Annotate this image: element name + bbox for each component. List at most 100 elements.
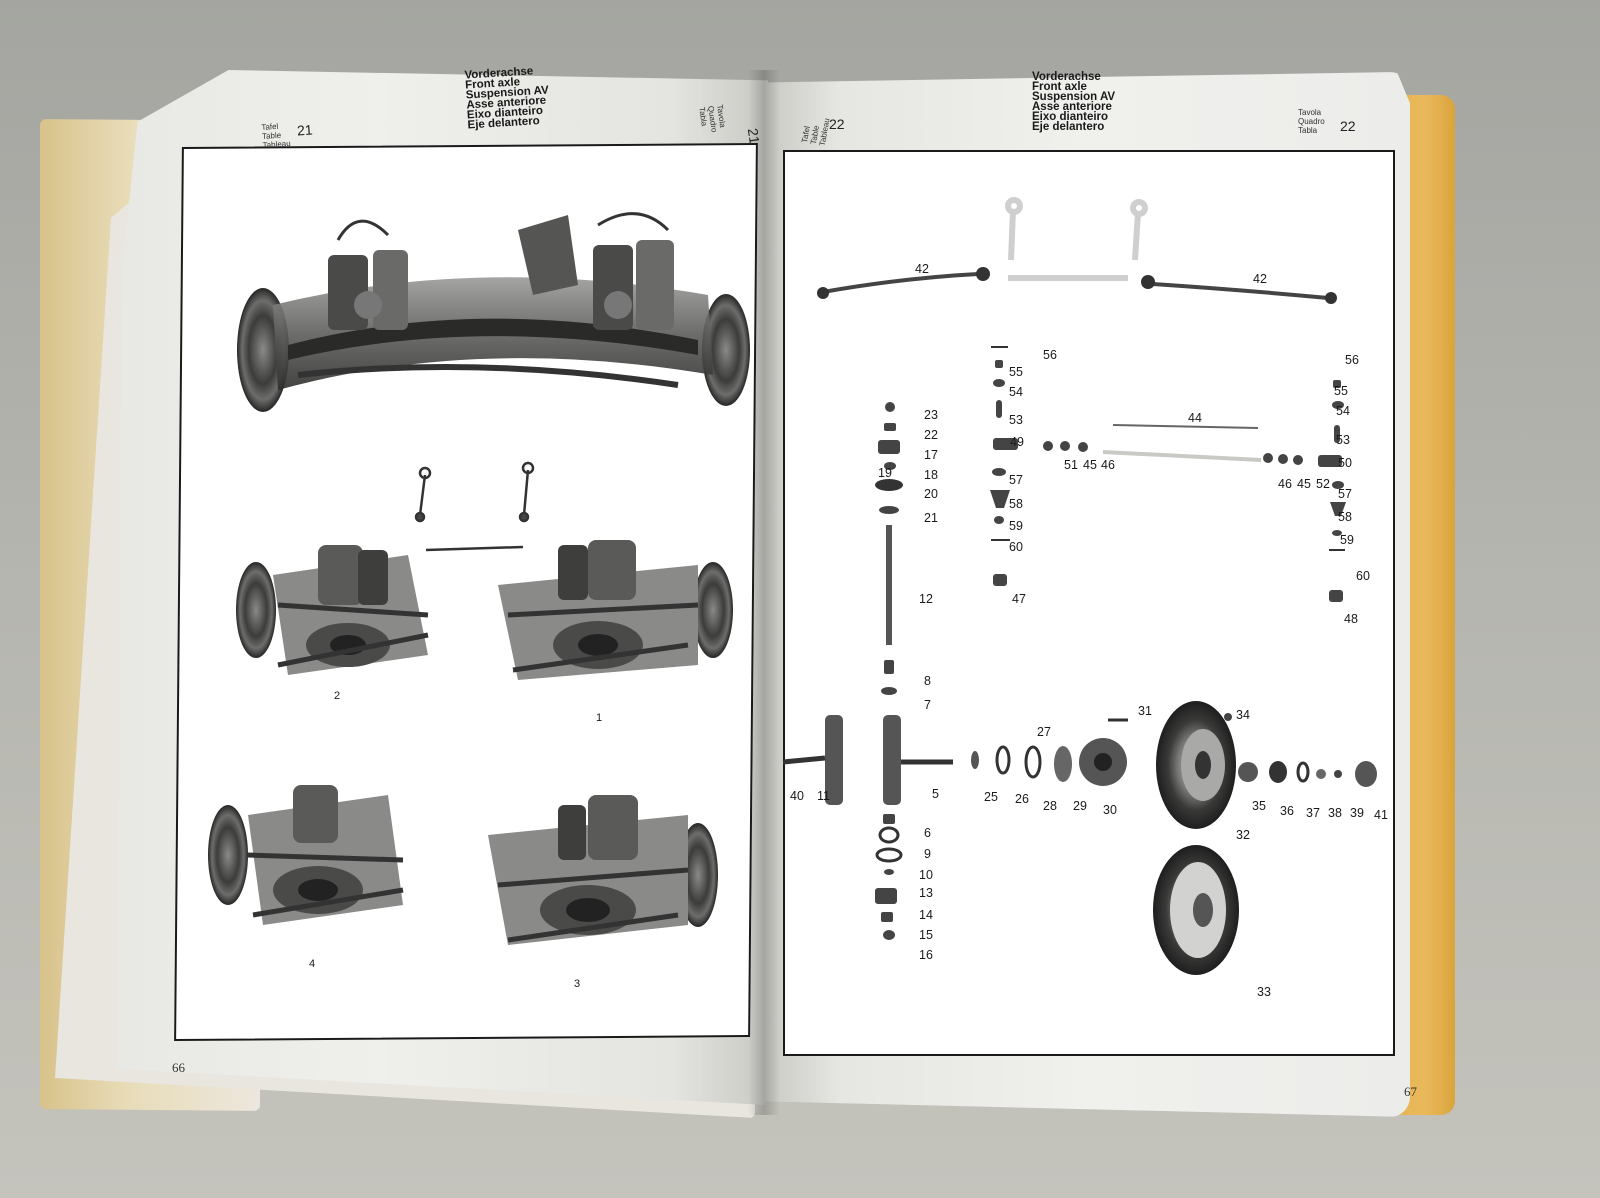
callout-label: 51 [1064, 458, 1078, 472]
exploded-parts-diagram [782, 197, 1377, 975]
right-page-number: 67 [1404, 1084, 1417, 1099]
callout-label: 31 [1138, 704, 1152, 718]
left-page-title: Vorderachse Front axle Suspension AV Ass… [464, 65, 551, 131]
callout-label: 27 [1037, 725, 1051, 739]
title-line: Asse anteriore [1032, 101, 1112, 113]
callout-label: 40 [790, 789, 804, 803]
callout-label: 26 [1015, 792, 1029, 806]
title-line: Front axle [1032, 81, 1087, 93]
callout-label: 25 [984, 790, 998, 804]
callout-label: 55 [1334, 384, 1348, 398]
callout-label: 15 [919, 928, 933, 942]
left-plate-number: 21 [296, 121, 314, 139]
figure-label: 1 [596, 712, 603, 724]
callout-label: 18 [924, 468, 938, 482]
callout-label: 17 [924, 448, 938, 462]
callout-label: 48 [1344, 612, 1358, 626]
tie-rod-figure [414, 461, 535, 552]
callout-label: 45 [1297, 477, 1311, 491]
callout-label: 14 [919, 908, 933, 922]
callout-label: 53 [1009, 413, 1023, 427]
callout-label: 47 [1012, 592, 1026, 606]
callout-label: 22 [924, 428, 938, 442]
right-illustration-frame [783, 150, 1395, 1056]
callout-label: 57 [1009, 473, 1023, 487]
callout-label: 56 [1043, 348, 1057, 362]
callout-label: 54 [1009, 385, 1023, 399]
lower-kingpin-parts [875, 814, 903, 940]
figure-label: 2 [334, 690, 341, 702]
callout-label: 38 [1328, 806, 1342, 820]
callout-label: 52 [1316, 477, 1330, 491]
callout-label: 45 [1083, 458, 1097, 472]
callout-label: 44 [1188, 411, 1202, 425]
callout-label: 37 [1306, 806, 1320, 820]
callout-label: 42 [915, 262, 929, 276]
callout-label: 12 [919, 592, 933, 606]
callout-label: 21 [924, 511, 938, 525]
figure-label: 3 [574, 978, 581, 990]
suspension-figure-3 [488, 795, 718, 945]
drag-link-44 [1102, 424, 1262, 462]
callout-label: 53 [1336, 433, 1350, 447]
callout-label: 23 [924, 408, 938, 422]
title-line: Eje delantero [1032, 121, 1105, 133]
callout-label: 46 [1278, 477, 1292, 491]
kingpin-parts [875, 402, 903, 695]
callout-label: 54 [1336, 404, 1350, 418]
callout-label: 39 [1350, 806, 1364, 820]
callout-label: 59 [1340, 533, 1354, 547]
brake-drum-32 [1156, 701, 1236, 829]
callout-label: 60 [1356, 569, 1370, 583]
callout-label: 10 [919, 868, 933, 882]
callout-label: 57 [1338, 487, 1352, 501]
right-plate-labels-right: Tavola Quadro Tabla [1298, 108, 1325, 135]
brake-drum-33 [1153, 845, 1239, 975]
callout-label: 42 [1253, 272, 1267, 286]
plate-label: Tavola [1298, 108, 1322, 117]
callout-label: 49 [1010, 435, 1024, 449]
front-axle-assembly [237, 212, 750, 412]
left-illustrations [208, 212, 750, 945]
callout-label: 32 [1236, 828, 1250, 842]
suspension-figure-1 [498, 540, 733, 680]
callout-label: 33 [1257, 985, 1271, 999]
callout-label: 58 [1009, 497, 1023, 511]
callout-label: 11 [817, 789, 830, 803]
figure-label: 4 [309, 958, 316, 970]
callout-label: 20 [924, 487, 938, 501]
callout-label: 5 [932, 787, 939, 801]
suspension-figure-2 [236, 545, 429, 675]
plate-label: Tabla [1298, 126, 1318, 135]
right-plate-labels: Tafel Table Tableau [800, 114, 831, 147]
callout-label: 56 [1345, 353, 1359, 367]
plate-label: Quadro [1298, 117, 1325, 126]
callout-label: 30 [1103, 803, 1117, 817]
callout-label: 41 [1374, 808, 1388, 822]
callout-label: 46 [1101, 458, 1115, 472]
hub-bearings [971, 713, 1377, 787]
callout-label: 35 [1252, 799, 1266, 813]
callout-label: 8 [924, 674, 931, 688]
right-page-title: Vorderachse Front axle Suspension AV Ass… [1032, 71, 1115, 133]
right-plate-number-right: 22 [1340, 118, 1356, 134]
callout-label: 36 [1280, 804, 1294, 818]
callout-label: 28 [1043, 799, 1057, 813]
steering-knuckles [782, 715, 953, 805]
tie-rod-42 [817, 197, 1337, 304]
callout-label: 55 [1009, 365, 1023, 379]
callout-label: 9 [924, 847, 931, 861]
title-line: Eixo dianteiro [1032, 111, 1109, 123]
callout-label: 60 [1009, 540, 1023, 554]
steering-small-parts [990, 346, 1346, 602]
callout-label: 59 [1009, 519, 1023, 533]
suspension-figure-4 [208, 785, 404, 925]
callout-label: 19 [878, 466, 892, 480]
callout-label: 16 [919, 948, 933, 962]
callout-label: 13 [919, 886, 933, 900]
left-page-number: 66 [172, 1060, 185, 1075]
callout-label: 7 [924, 698, 931, 712]
right-plate-number: 22 [829, 116, 845, 132]
callout-label: 50 [1338, 456, 1352, 470]
callout-label: 34 [1236, 708, 1250, 722]
